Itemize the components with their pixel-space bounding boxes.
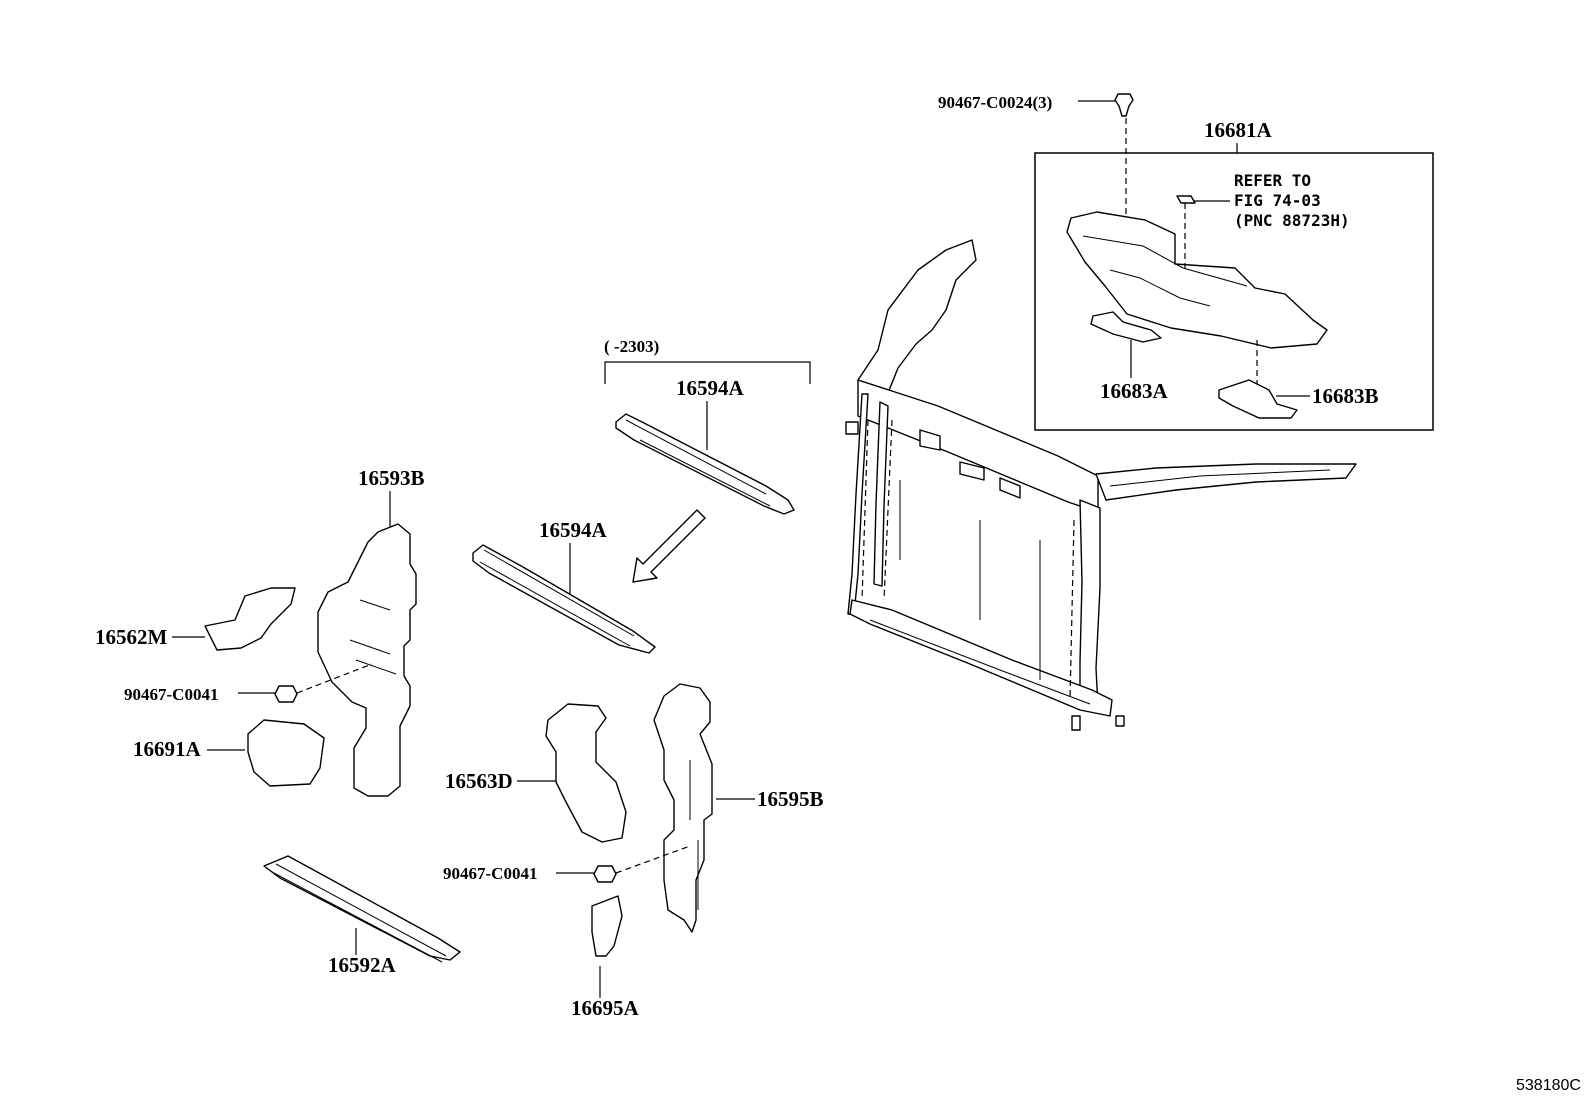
part-16683a bbox=[1090, 311, 1162, 343]
label-16594a-top: 16594A bbox=[676, 376, 745, 400]
left-group: 16593B 16562M 90467-C0041 16691A bbox=[95, 466, 425, 797]
range-group: ( -2303) 16594A bbox=[604, 337, 811, 515]
part-16563d bbox=[545, 703, 627, 843]
label-16594a-mid: 16594A bbox=[539, 518, 608, 542]
refer-line-2: FIG 74-03 bbox=[1234, 191, 1321, 210]
label-tag bbox=[1176, 195, 1196, 204]
clip-90467-c0024: 90467-C0024(3) bbox=[938, 93, 1134, 222]
label-16592a: 16592A bbox=[328, 953, 397, 977]
group-16681a: 16681A REFER TO FIG 74-03 (PNC 88723H) 1… bbox=[1034, 118, 1434, 431]
upper-cover bbox=[1066, 211, 1328, 349]
group-box bbox=[1034, 152, 1434, 431]
label-16681a: 16681A bbox=[1204, 118, 1273, 142]
group-16594a-mid: 16594A bbox=[472, 518, 656, 654]
label-16683a: 16683A bbox=[1100, 379, 1169, 403]
part-16593b bbox=[317, 523, 417, 797]
label-16691a: 16691A bbox=[133, 737, 202, 761]
label-16595b: 16595B bbox=[757, 787, 824, 811]
part-16594a-top bbox=[615, 413, 795, 515]
part-16562m bbox=[204, 587, 296, 651]
label-90467-c0024: 90467-C0024(3) bbox=[938, 93, 1052, 112]
refer-line-3: (PNC 88723H) bbox=[1234, 211, 1350, 230]
label-16593b: 16593B bbox=[358, 466, 425, 490]
direction-arrow bbox=[632, 509, 706, 583]
refer-line-1: REFER TO bbox=[1234, 171, 1311, 190]
label-16563d: 16563D bbox=[445, 769, 513, 793]
label-90467-c0041-mid: 90467-C0041 bbox=[443, 864, 537, 883]
part-16594a-mid bbox=[472, 544, 656, 654]
label-range: ( -2303) bbox=[604, 337, 659, 356]
part-16683b bbox=[1218, 379, 1298, 419]
label-16562m: 16562M bbox=[95, 625, 168, 649]
part-16592a bbox=[263, 855, 461, 961]
label-90467-c0041-left: 90467-C0041 bbox=[124, 685, 218, 704]
label-16683b: 16683B bbox=[1312, 384, 1379, 408]
part-16595b bbox=[653, 683, 713, 933]
part-16691a bbox=[247, 719, 325, 787]
radiator-support bbox=[845, 239, 1357, 731]
label-16695a: 16695A bbox=[571, 996, 640, 1020]
center-lower-group: 16563D 16595B 90467-C0041 16695A 16592A bbox=[263, 683, 824, 1020]
part-16695a bbox=[591, 895, 623, 957]
figure-id: 538180C bbox=[1516, 1077, 1581, 1094]
